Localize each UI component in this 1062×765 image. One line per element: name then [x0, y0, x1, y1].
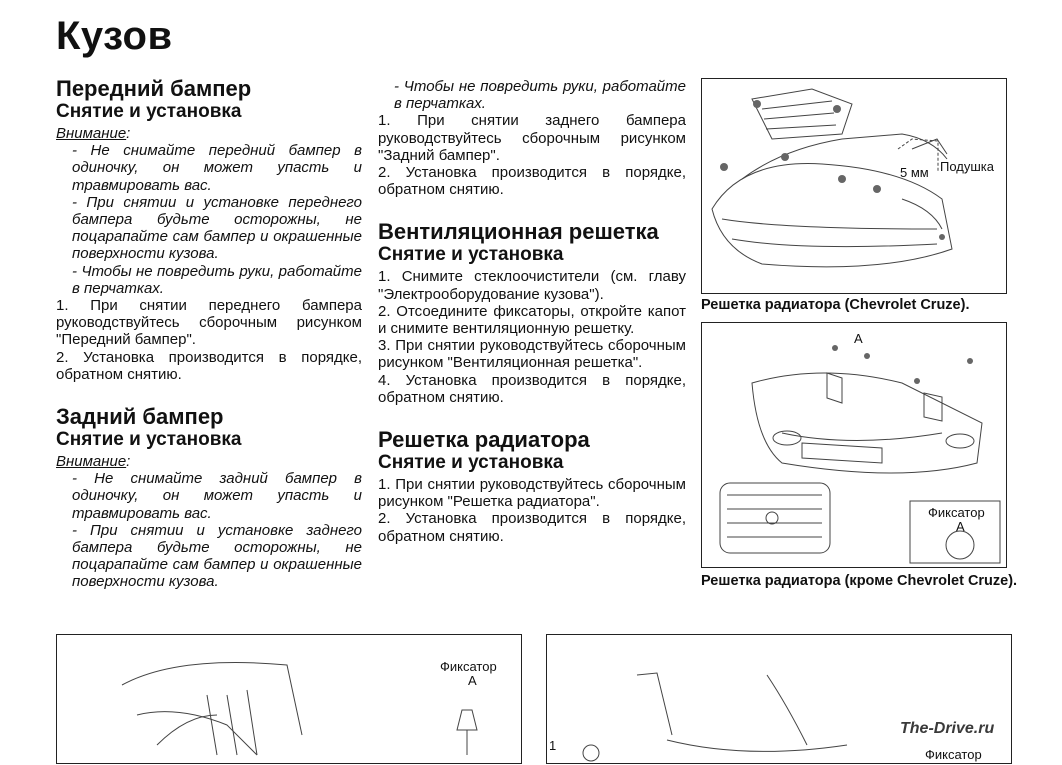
column-left: Передний бампер Снятие и установка Внима…: [56, 76, 362, 591]
rear-bumper-subtitle: Снятие и установка: [56, 429, 242, 451]
front-bumper-warning-3: - Чтобы не повредить руки, работайте в п…: [72, 262, 362, 297]
vent-grille-title: Вентиляционная решетка: [378, 219, 659, 245]
front-bumper-drawing: [121, 662, 478, 756]
figure-grille-cruze: 5 мм Подушка: [701, 78, 1007, 294]
figure2-fixer-label: Фиксатор: [928, 505, 985, 520]
rear-bumper-title: Задний бампер: [56, 404, 224, 430]
figure1-size-label: 5 мм: [900, 165, 929, 180]
rear-bumper-step-1: 1. При снятии заднего бампера руководств…: [378, 112, 686, 164]
vent-grille-step-1: 1. Снимите стеклоочистители (см. главу "…: [378, 268, 686, 303]
radiator-grille-step-1: 1. При снятии руководствуйтесь сборочным…: [378, 476, 686, 511]
page-title: Кузов: [56, 14, 173, 58]
grille-other-drawing: [719, 345, 1001, 564]
vent-grille-subtitle: Снятие и установка: [378, 244, 564, 266]
rear-bumper-warning-head: Внимание:: [56, 453, 131, 471]
figure3-a-label: A: [468, 673, 477, 688]
figure2-fixer-a-label: A: [956, 519, 965, 534]
front-bumper-warning-head: Внимание:: [56, 125, 131, 142]
figure4-number-label: 1: [549, 738, 557, 753]
figure2-a-label: A: [854, 331, 863, 346]
front-bumper-step-1: 1. При снятии переднего бампера руководс…: [56, 297, 362, 349]
rear-bumper-drawing: [582, 672, 848, 762]
grille-cruze-drawing: [711, 88, 953, 268]
figure2-caption: Решетка радиатора (кроме Chevrolet Cruze…: [701, 573, 1018, 589]
front-bumper-title: Передний бампер: [56, 76, 252, 101]
radiator-grille-subtitle: Снятие и установка: [378, 452, 564, 474]
front-bumper-warning-2: - При снятии и установке переднего бампе…: [72, 193, 362, 263]
rear-bumper-warning-1: - Не снимайте задний бампер в одиночку, …: [72, 470, 362, 522]
rear-bumper-warning-3: - Чтобы не повредить руки, работайте в п…: [394, 78, 686, 113]
vent-grille-step-2: 2. Отсоедините фиксаторы, откройте капот…: [378, 302, 686, 338]
figure3-fixer-label: Фиксатор: [440, 659, 497, 674]
figure1-pad-label: Подушка: [940, 159, 995, 174]
front-bumper-warning-1: - Не снимайте передний бампер в одиночку…: [72, 142, 362, 194]
vent-grille-step-4: 4. Установка производится в порядке, обр…: [378, 371, 686, 406]
vent-grille-step-3: 3. При снятии руководствуйтесь сборочным…: [378, 337, 686, 372]
figure-rear-bumper: 1 Фиксатор: [546, 634, 1012, 764]
front-bumper-subtitle: Снятие и установка: [56, 101, 242, 122]
rear-bumper-step-2: 2. Установка производится в порядке, обр…: [378, 164, 686, 199]
front-bumper-step-2: 2. Установка производится в порядке, обр…: [56, 348, 362, 383]
figure4-fixer-label: Фиксатор: [925, 747, 982, 762]
figure1-caption: Решетка радиатора (Chevrolet Cruze).: [701, 297, 970, 313]
rear-bumper-warning-2: - При снятии и установке заднего бампера…: [72, 521, 362, 591]
radiator-grille-title: Решетка радиатора: [378, 427, 590, 453]
figure-grille-other: A Фиксатор A: [701, 322, 1007, 568]
figure-front-bumper: Фиксатор A: [56, 634, 522, 764]
column-middle: - Чтобы не повредить руки, работайте в п…: [378, 78, 686, 545]
radiator-grille-step-2: 2. Установка производится в порядке, обр…: [378, 510, 686, 545]
watermark: The-Drive.ru: [900, 720, 995, 737]
